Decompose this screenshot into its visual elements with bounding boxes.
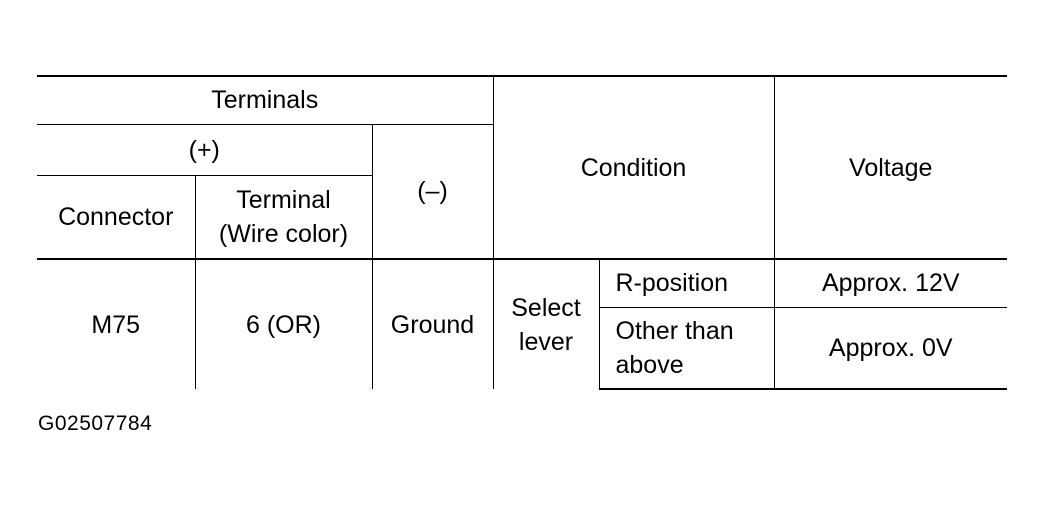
condition-value-1: R-position — [598, 259, 775, 308]
select-lever-line2: lever — [518, 327, 574, 356]
terminals-header: Terminals — [37, 75, 493, 125]
terminal-header-line2: (Wire color) — [218, 219, 349, 248]
select-lever-cell: Select lever — [492, 259, 599, 389]
data-row-1: M75 6 (OR) Ground Select lever R-positio… — [37, 259, 1008, 389]
condition-value-2-line1: Other than — [615, 316, 734, 345]
header-row-1: Terminals Condition Voltage — [37, 75, 1008, 260]
minus-value: Ground — [371, 259, 493, 389]
terminal-voltage-table: Terminals Condition Voltage (+) (–) Conn… — [37, 75, 1008, 390]
terminal-header: Terminal (Wire color) — [194, 175, 372, 260]
condition-value-2: Other than above — [598, 307, 775, 390]
connector-header: Connector — [37, 175, 195, 260]
header-row-3: Connector Terminal (Wire color) — [37, 175, 1007, 260]
condition-value-2-line2: above — [615, 350, 684, 379]
figure-id: G02507784 — [38, 412, 153, 435]
voltage-value-1: Approx. 12V — [773, 259, 1008, 308]
voltage-header: Voltage — [773, 75, 1008, 260]
plus-header: (+) — [37, 124, 372, 176]
terminal-value: 6 (OR) — [194, 259, 372, 389]
select-lever-line1: Select — [511, 293, 581, 322]
header-row-2: (+) (–) — [37, 124, 1007, 260]
terminal-header-line1: Terminal — [236, 185, 331, 214]
data-row-2: Other than above Approx. 0V — [37, 307, 1008, 390]
minus-header: (–) — [371, 124, 493, 260]
condition-header: Condition — [492, 75, 775, 260]
connector-value: M75 — [91, 310, 141, 339]
voltage-value-2: Approx. 0V — [773, 307, 1008, 390]
